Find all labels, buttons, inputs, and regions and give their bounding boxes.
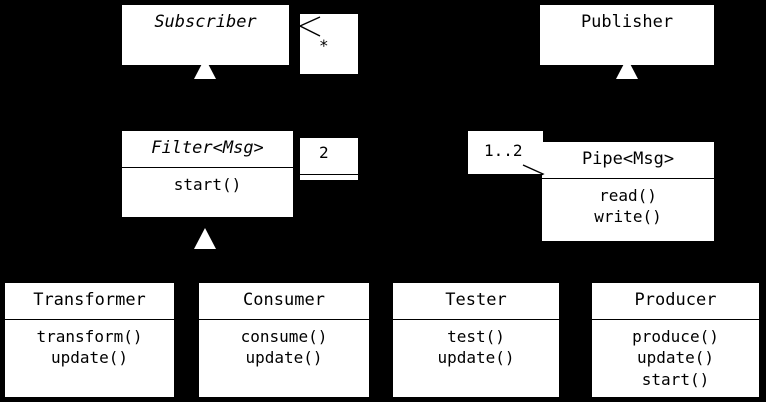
generalization-triangle-publisher: [616, 58, 638, 79]
gen-line-tester: [475, 254, 476, 282]
assoc-line-filter-subscriber-vertical: [357, 26, 358, 174]
class-divider-consumer: [199, 318, 369, 320]
class-divider-producer: [592, 318, 759, 320]
assoc-line-filter-pipe: [468, 174, 543, 175]
class-operations-tester: test() update(): [393, 320, 559, 375]
multiplicity-label-two: 2: [319, 143, 329, 162]
class-operations-producer: produce() update() start(): [592, 320, 759, 397]
gen-line-filter-to-subscriber: [205, 78, 206, 130]
association-arrowhead-pipe: [522, 164, 545, 185]
class-name-publisher: Publisher: [580, 12, 674, 32]
class-box-producer[interactable]: Producer produce() update() start(): [591, 282, 760, 398]
class-name-filter: Filter<Msg>: [151, 138, 264, 158]
gen-line-producer: [675, 254, 676, 282]
operation-item: transform(): [36, 326, 143, 346]
class-box-pipe[interactable]: Pipe<Msg> read() write(): [541, 141, 715, 242]
class-name-pipe: Pipe<Msg>: [581, 149, 675, 169]
multiplicity-box-two: [300, 138, 358, 174]
operation-item: start(): [641, 369, 710, 389]
operation-item: consume(): [240, 326, 328, 346]
multiplicity-box-star: [300, 14, 358, 74]
gen-line-pipe-to-publisher: [627, 78, 628, 142]
class-divider-filter: [122, 166, 293, 168]
class-divider-transformer: [5, 318, 174, 320]
operation-item: update(): [636, 348, 715, 368]
operation-item: update(): [437, 348, 515, 368]
class-operations-pipe: read() write(): [542, 179, 714, 234]
operation-item: update(): [50, 348, 129, 368]
class-box-tester[interactable]: Tester test() update(): [392, 282, 560, 398]
class-name-subscriber: Subscriber: [154, 12, 257, 32]
class-box-transformer[interactable]: Transformer transform() update(): [4, 282, 175, 398]
gen-line-leaf-bus: [89, 254, 675, 255]
class-operations-filter: start(): [122, 168, 293, 202]
operation-item: read(): [599, 185, 657, 205]
operation-item: produce(): [632, 326, 719, 346]
operation-item: update(): [245, 348, 323, 368]
multiplicity-box-one-two: [468, 131, 543, 174]
class-name-producer: Producer: [634, 290, 717, 310]
class-operations-transformer: transform() update(): [5, 320, 174, 375]
multiplicity-box-two-filler: [300, 175, 358, 180]
operation-item: test(): [447, 326, 505, 346]
class-operations-consumer: consume() update(): [199, 320, 369, 375]
class-divider-pipe: [542, 177, 714, 179]
class-name-transformer: Transformer: [33, 290, 146, 310]
gen-line-transformer: [89, 254, 90, 282]
generalization-triangle-subscriber: [194, 58, 216, 79]
class-name-tester: Tester: [445, 290, 507, 310]
association-arrowhead-subscriber: [298, 16, 321, 37]
class-box-subscriber[interactable]: Subscriber: [121, 4, 290, 66]
gen-line-consumer: [284, 254, 285, 282]
multiplicity-box-two-underline: [300, 180, 358, 181]
operation-item: write(): [594, 207, 662, 227]
class-box-consumer[interactable]: Consumer consume() update(): [198, 282, 370, 398]
class-box-filter[interactable]: Filter<Msg> start(): [121, 130, 294, 218]
operation-item: start(): [173, 174, 242, 194]
class-name-consumer: Consumer: [243, 290, 325, 310]
multiplicity-label-one-two: 1..2: [484, 141, 523, 160]
multiplicity-label-star: *: [319, 36, 329, 55]
generalization-triangle-filter: [194, 228, 216, 249]
class-box-publisher[interactable]: Publisher: [539, 4, 715, 66]
class-divider-tester: [393, 318, 559, 320]
